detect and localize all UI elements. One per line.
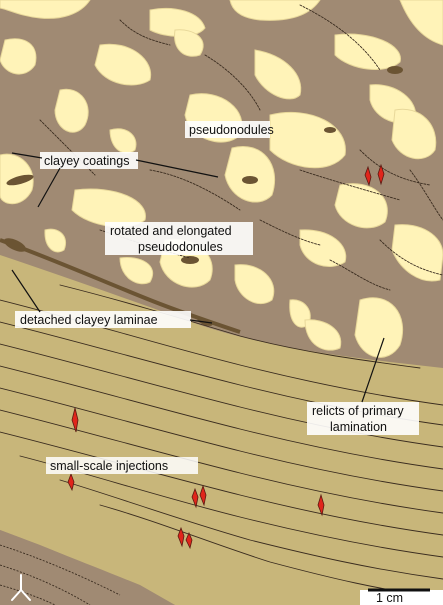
label-rotated-line2: pseudodonules	[138, 240, 223, 254]
label-clayey-coatings: clayey coatings	[44, 154, 129, 168]
label-injections: small-scale injections	[50, 459, 168, 473]
label-rotated-line1: rotated and elongated	[110, 224, 232, 238]
scale-bar-icon: 1 cm	[360, 590, 443, 605]
scale-bar-label: 1 cm	[376, 591, 403, 605]
label-relicts-line1: relicts of primary	[312, 404, 404, 418]
label-detached: detached clayey laminae	[20, 313, 158, 327]
label-relicts-line2: lamination	[330, 420, 387, 434]
label-pseudonodules: pseudonodules	[189, 123, 274, 137]
